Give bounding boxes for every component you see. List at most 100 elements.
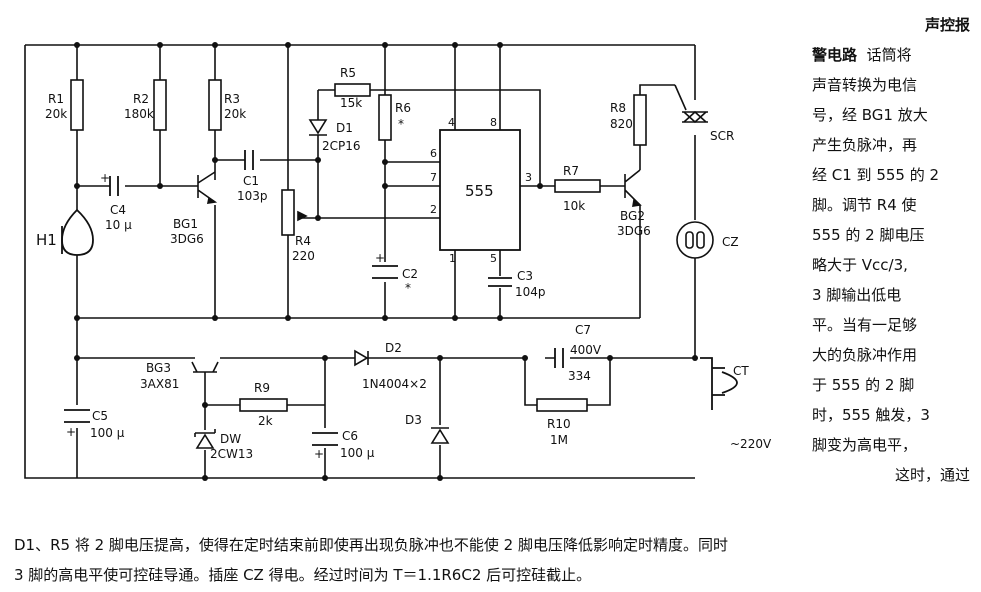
label-c6: C6 [342,429,358,443]
desc-line: 略大于 Vcc/3, [812,256,908,274]
bottom-line-1: D1、R5 将 2 脚电压提高，使得在定时结束前即使再出现负脉冲也不能使 2 脚… [14,536,728,554]
label-c2-value: * [405,281,411,295]
label-r10: R10 [547,417,571,431]
capacitor-c7 [554,348,564,368]
pin-4: 4 [448,116,455,129]
pin-7: 7 [430,171,437,184]
component-labels: R1 20k R2 180k R3 20k C1 103p R5 15k D1 … [36,66,772,461]
label-c1: C1 [243,174,259,188]
label-c7-value: 334 [568,369,591,383]
title-part-1: 声控报 [924,16,970,34]
desc-line: 号，经 BG1 放大 [812,106,928,124]
desc-line: 脚。调节 R4 使 [812,196,917,214]
label-ct-value: ~220V [730,437,772,451]
capacitor-c5 [64,409,90,423]
label-r10-value: 1M [550,433,568,447]
pin-3: 3 [525,171,532,184]
desc-line: 话筒将 [866,46,912,64]
transistor-bg1 [197,171,216,203]
label-c6-plus: + [314,447,324,461]
label-dw-value: 2CW13 [210,447,253,461]
label-dw: DW [220,432,241,446]
resistor-r6 [378,94,392,141]
resistor-r7 [554,179,601,193]
resistor-r1 [70,79,84,131]
label-r6: R6 [395,101,411,115]
r4-wiper [297,210,308,222]
label-d3: D3 [405,413,422,427]
label-r3: R3 [224,92,240,106]
label-cz: CZ [722,235,739,249]
label-r7-value: 10k [563,199,585,213]
label-d1-value: 2CP16 [322,139,361,153]
pin-5: 5 [490,252,497,265]
label-bg2-value: 3DG6 [617,224,651,238]
label-c4-value: 10 μ [105,218,132,232]
capacitor-c1 [244,150,254,170]
label-r5-value: 15k [340,96,362,110]
label-c6-value: 100 μ [340,446,375,460]
label-bg1-value: 3DG6 [170,232,204,246]
label-r9-value: 2k [258,414,273,428]
resistor-r10 [536,398,588,412]
description-bottom: D1、R5 将 2 脚电压提高，使得在定时结束前即使再出现负脉冲也不能使 2 脚… [14,530,974,590]
resistor-r3 [208,79,222,131]
pin-1: 1 [449,252,456,265]
zener-dw [194,429,216,449]
diode-d1 [308,119,328,136]
desc-line: 3 脚输出低电 [812,286,902,304]
label-c1-value: 103p [237,189,268,203]
desc-line: 这时，通过 [894,466,970,484]
label-c2-plus: + [375,251,385,265]
label-bg3-value: 3AX81 [140,377,179,391]
label-r7: R7 [563,164,579,178]
label-c5-plus: + [66,425,76,439]
diodes [194,119,450,449]
label-c5: C5 [92,409,108,423]
resistor-r8 [633,94,647,146]
diode-d2 [354,349,369,367]
label-h1: H1 [36,231,57,249]
desc-line: 时，555 触发，3 [812,406,930,424]
desc-line: 555 的 2 脚电压 [812,226,925,244]
label-c3-value: 104p [515,285,546,299]
pin-8: 8 [490,116,497,129]
label-r1: R1 [48,92,64,106]
label-r4-value: 220 [292,249,315,263]
desc-line: 大的负脉冲作用 [812,346,918,364]
bottom-line-2: 3 脚的高电平使可控硅导通。插座 CZ 得电。经过时间为 T＝1.1R6C2 后… [14,566,592,584]
desc-line: 产生负脉冲，再 [812,136,918,154]
description-side: 声控报 警电路 话筒将 声音转换为电信 号，经 BG1 放大 产生负脉冲，再 经… [812,10,970,490]
label-c7: C7 [575,323,591,337]
desc-line: 平。当有一足够 [812,316,918,334]
label-r1-value: 20k [45,107,67,121]
diode-d3 [430,427,450,444]
capacitor-c4 [109,176,119,196]
capacitor-c6 [312,432,338,446]
label-d2: D2 [385,341,402,355]
label-r2-value: 180k [124,107,154,121]
socket-cz [676,221,714,259]
desc-line: 声音转换为电信 [812,76,918,94]
ic-pin-numbers: 4 8 6 7 2 3 1 5 [430,116,532,265]
plug-ct [700,357,738,410]
transistor-bg3 [191,361,219,373]
label-r2: R2 [133,92,149,106]
desc-line: 经 C1 到 555 的 2 [812,166,940,184]
label-c4-plus: + [100,171,110,185]
label-r5: R5 [340,66,356,80]
label-c2: C2 [402,267,418,281]
label-d1: D1 [336,121,353,135]
label-r6-value: * [398,117,404,131]
label-ic-555: 555 [465,182,494,200]
label-r4: R4 [295,234,311,248]
capacitor-c3 [488,277,512,287]
label-r8-value: 820 [610,117,633,131]
resistor-r5 [334,83,371,97]
label-scr: SCR [710,129,734,143]
scr-triac [674,84,708,124]
label-bg3: BG3 [146,361,171,375]
resistor-r4 [281,189,295,236]
desc-line: 脚变为高电平， [812,436,918,454]
